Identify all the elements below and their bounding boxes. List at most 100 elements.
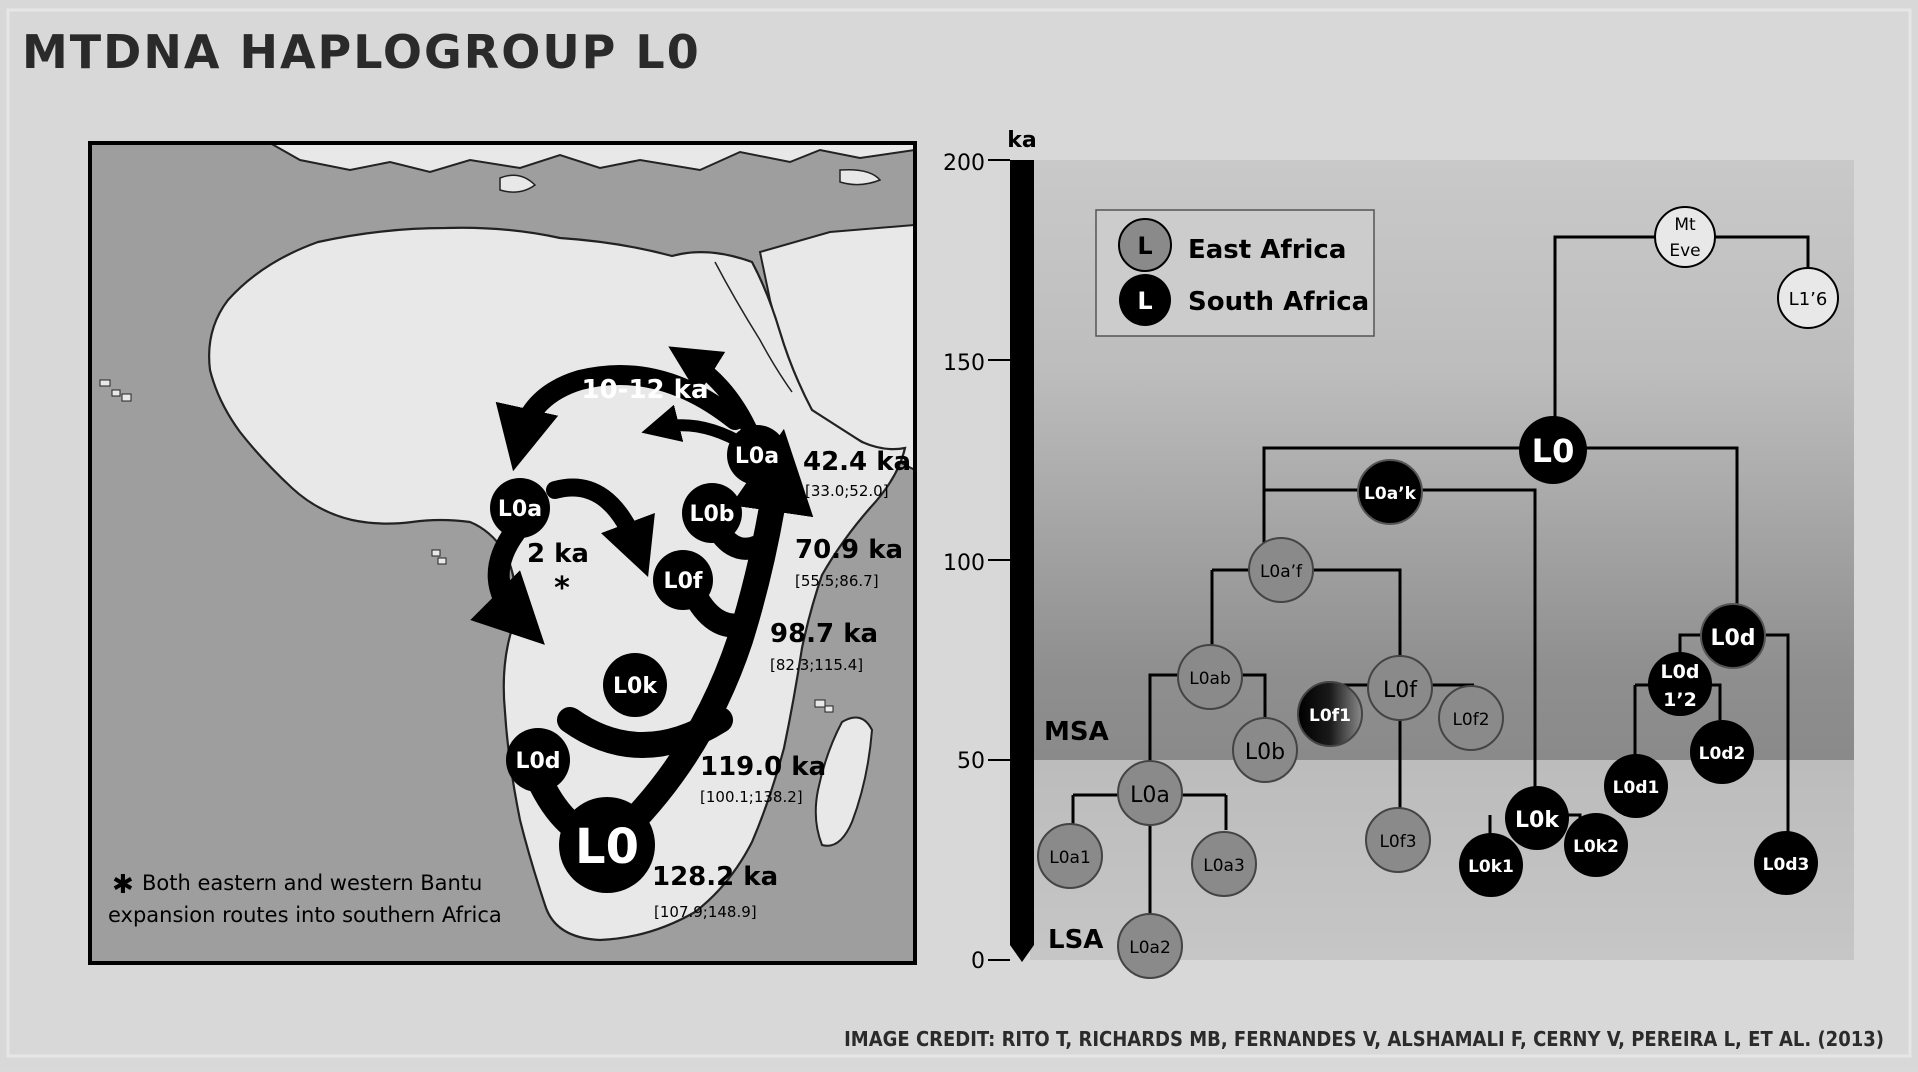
tree-node-l0d[interactable]	[1700, 603, 1766, 669]
island	[814, 699, 826, 708]
tree-node-l0k1[interactable]	[1459, 833, 1523, 897]
map-node-l0b-label: L0b	[689, 502, 734, 527]
tick-label: 50	[957, 749, 985, 774]
tree-node-l0k1-label: L0k1	[1468, 857, 1514, 877]
branch	[1390, 488, 1537, 790]
image-credit: IMAGE CREDIT: RITO T, RICHARDS MB, FERNA…	[844, 1027, 1884, 1051]
map-node-l0a-east-label: L0a	[735, 444, 779, 469]
tree-node-l0a[interactable]	[1117, 760, 1183, 826]
tree-node-l0ak[interactable]	[1357, 459, 1423, 525]
tree-node-l0a-label: L0a	[1130, 783, 1170, 808]
age-value: 98.7 ka	[770, 619, 878, 649]
tree-node-l0ak-label: L0a’k	[1364, 484, 1417, 504]
migration-arrows	[470, 346, 814, 855]
asterisk-marker: *	[554, 571, 570, 606]
tree-node-l0a2[interactable]	[1117, 913, 1183, 979]
tree-node-l0af[interactable]	[1248, 537, 1314, 603]
map-node-l0f[interactable]	[653, 550, 713, 610]
tree-node-l0d2-label: L0d2	[1699, 744, 1746, 764]
age-value: 70.9 ka	[795, 535, 903, 565]
legend-east-label: East Africa	[1188, 235, 1346, 265]
tree-node-l0d-label: L0d	[1710, 626, 1755, 651]
island	[824, 705, 834, 713]
island	[111, 389, 121, 397]
age-ci: [82.3;115.4]	[770, 656, 863, 674]
tree-node-l0f2-label: L0f2	[1452, 710, 1489, 730]
tree-node-l0f1[interactable]	[1297, 681, 1363, 747]
tick-label: 0	[971, 949, 985, 974]
branch	[1678, 633, 1690, 660]
tree-nodes: Mt Eve L1’6 L0 L0a’k L0a’f L0ab L0f L0f1	[1037, 206, 1839, 979]
lsa-label: LSA	[1048, 925, 1103, 955]
tree-node-l0b[interactable]	[1232, 717, 1298, 783]
tree-node-l0k2[interactable]	[1564, 813, 1628, 877]
tree-node-l0d1-label: L0d1	[1613, 778, 1660, 798]
arrow-2ka	[546, 478, 655, 577]
tree-node-l0af-label: L0a’f	[1260, 562, 1303, 582]
tick-label: 100	[943, 551, 985, 576]
tree-node-l0f3[interactable]	[1365, 807, 1431, 873]
age-value: 128.2 ka	[652, 862, 778, 892]
map-node-l0d[interactable]	[506, 728, 570, 792]
island	[499, 174, 537, 193]
tree-node-l0a3[interactable]	[1191, 831, 1257, 897]
legend-south-label: South Africa	[1188, 287, 1369, 317]
tree-node-l0a1[interactable]	[1037, 823, 1103, 889]
map-node-l0a-west[interactable]	[490, 478, 550, 538]
route-label-10-12ka: 10-12 ka	[581, 375, 708, 405]
tree-node-l0k[interactable]	[1505, 786, 1569, 850]
tree-node-l0k2-label: L0k2	[1573, 837, 1619, 857]
slide-title: MTDNA HAPLOGROUP L0	[22, 25, 701, 79]
arrow-10-12ka-north	[668, 346, 760, 443]
tree-node-l0d2[interactable]	[1690, 720, 1754, 784]
map-node-l0f-label: L0f	[664, 569, 703, 594]
msa-label: MSA	[1044, 717, 1109, 747]
madagascar	[814, 716, 874, 847]
tree-node-l0d1[interactable]	[1604, 754, 1668, 818]
route-label-2ka: 2 ka	[527, 539, 589, 569]
europe-coast	[271, 145, 913, 174]
slide-frame	[6, 8, 1912, 1058]
tree-node-l0f2[interactable]	[1438, 685, 1504, 751]
map-node-l0[interactable]	[559, 797, 655, 893]
tree-node-l0[interactable]	[1519, 416, 1587, 484]
map-node-l0-label: L0	[575, 819, 639, 875]
tree-node-l1-6[interactable]	[1777, 267, 1839, 329]
tree-node-mt-eve-label-1: Mt	[1674, 215, 1696, 235]
map-node-l0a-west-label: L0a	[498, 497, 542, 522]
tree-node-mt-eve-label-2: Eve	[1669, 241, 1700, 261]
note-line-1: Both eastern and western Bantu	[142, 871, 482, 895]
tree-node-l0f[interactable]	[1367, 655, 1433, 721]
age-value: 42.4 ka	[803, 447, 911, 477]
map-panel: L0 L0a L0a L0b L0f L0k L0d 10-12 ka 2 ka…	[88, 141, 917, 965]
branch	[1686, 235, 1810, 268]
island	[437, 557, 447, 565]
age-ci: [55.5;86.7]	[795, 572, 879, 590]
tree-node-l0a2-label: L0a2	[1129, 938, 1171, 958]
tree-node-l0a3-label: L0a3	[1203, 856, 1245, 876]
tree-node-mt-eve[interactable]	[1654, 206, 1716, 268]
tree-node-l0d12[interactable]	[1648, 652, 1712, 716]
tree-node-l0d3[interactable]	[1754, 831, 1818, 895]
map-node-l0a-east[interactable]	[727, 425, 787, 485]
island	[839, 168, 882, 186]
tree-node-l0f-label: L0f	[1383, 678, 1418, 703]
axis-unit: ka	[1007, 128, 1036, 153]
island	[99, 379, 111, 387]
tree-node-l1-6-label: L1’6	[1789, 289, 1828, 310]
tree-node-l0-label: L0	[1532, 432, 1575, 470]
tick-label: 200	[943, 151, 985, 176]
age-value: 119.0 ka	[700, 752, 826, 782]
branch	[1553, 235, 1686, 450]
island	[121, 393, 132, 402]
map-node-l0k[interactable]	[603, 653, 667, 717]
legend-east-swatch	[1118, 218, 1172, 272]
tree-node-l0ab[interactable]	[1177, 644, 1243, 710]
legend: L East Africa L South Africa	[1095, 209, 1375, 337]
map-node-l0d-label: L0d	[515, 749, 560, 774]
map-node-l0b[interactable]	[682, 483, 742, 543]
note-line-2: expansion routes into southern Africa	[108, 903, 502, 927]
note-star: ✱	[112, 870, 134, 900]
